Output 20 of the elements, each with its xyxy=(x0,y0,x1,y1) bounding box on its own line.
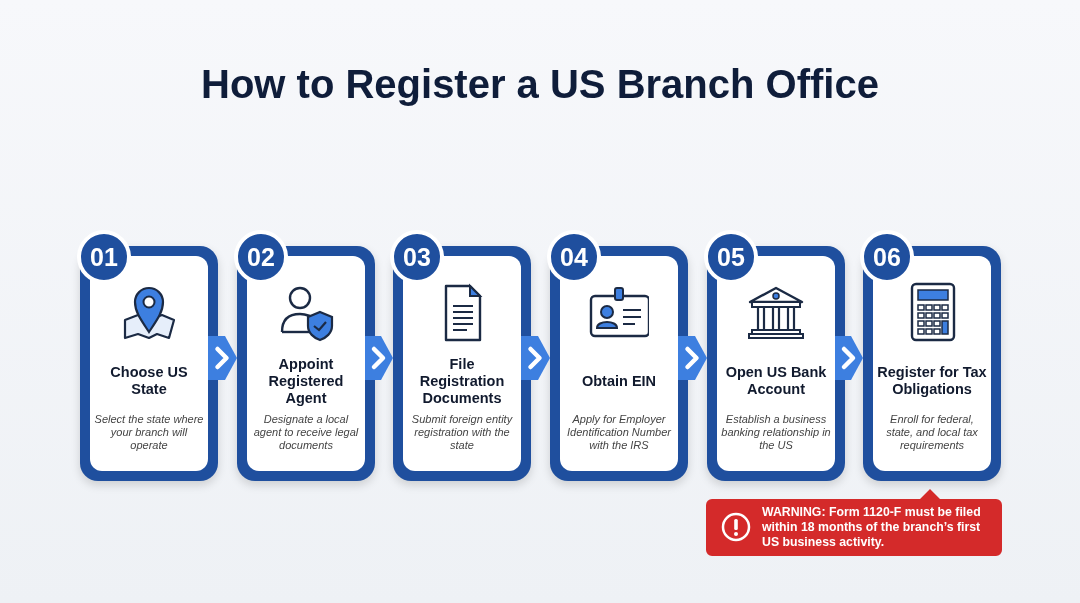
step-title: File Registration Documents xyxy=(418,355,506,407)
step-title: Obtain EIN xyxy=(581,372,657,390)
step-title: Open US Bank Account xyxy=(724,364,828,398)
step-description: Enroll for federal, state, and local tax requirements xyxy=(885,413,979,452)
warning-callout xyxy=(706,489,1002,556)
arrow xyxy=(365,336,393,380)
arrow xyxy=(678,336,707,380)
step-description: Select the state where your branch will operate xyxy=(93,413,205,452)
step-title: Register for Tax Obligations xyxy=(877,364,987,398)
arrow xyxy=(835,336,863,380)
title: How to Register a US Branch Office xyxy=(200,62,880,107)
step-description: Designate a local agent to receive legal documents xyxy=(252,413,360,452)
step-description: Apply for Employer Identification Number with the IRS xyxy=(566,413,672,452)
warning-text: WARNING: Form 1120-F must be filed within 18 months of the branch’s first US business activity. xyxy=(762,505,982,550)
step-description: Submit foreign entity registration with the state xyxy=(410,413,514,452)
step-description: Establish a business banking relationship in the US xyxy=(720,413,832,452)
step-title: Appoint Registered Agent xyxy=(267,355,345,407)
arrow xyxy=(521,336,550,380)
step-title: Choose US State xyxy=(109,364,189,398)
arrow xyxy=(208,336,237,380)
